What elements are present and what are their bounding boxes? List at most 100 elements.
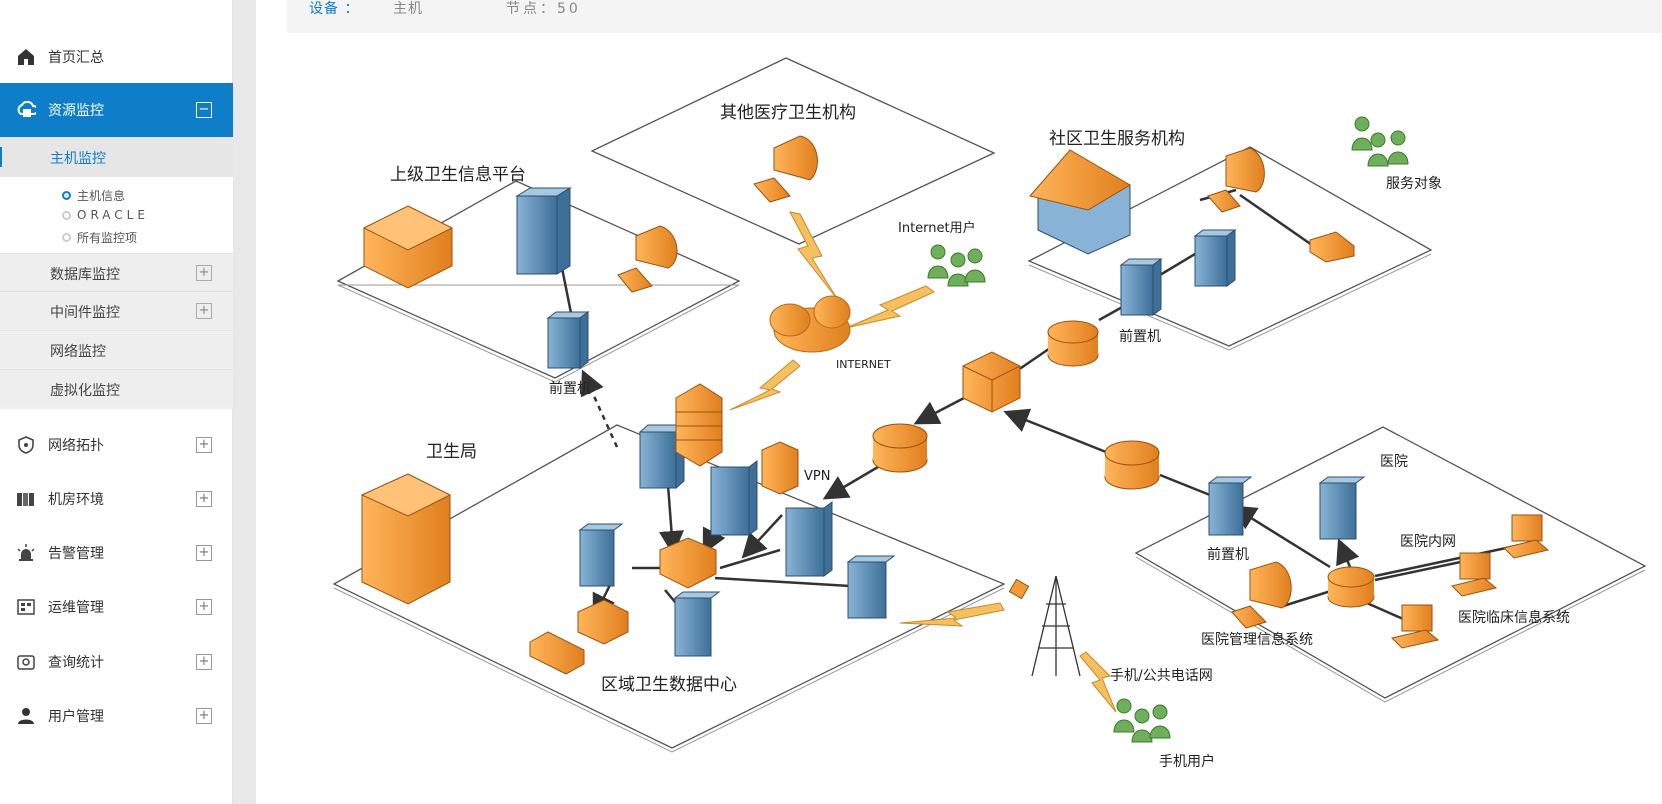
link xyxy=(741,514,783,559)
switch-icon xyxy=(659,537,717,589)
computer-icon xyxy=(1391,604,1440,649)
radio-dot-icon xyxy=(62,191,71,200)
label-health-bureau: 卫生局 xyxy=(426,442,477,462)
nav-resource-label: 资源监控 xyxy=(48,103,104,119)
device-info-bar: 设备 ： 主机 节点：50 xyxy=(287,0,1662,33)
servers xyxy=(515,187,1366,657)
collapse-icon[interactable]: − xyxy=(196,102,212,118)
label-datacenter: 区域卫生数据中心 xyxy=(601,675,737,695)
server-icon xyxy=(710,460,758,536)
radio-tower-icon xyxy=(1031,575,1081,677)
label-upper-platform: 上级卫生信息平台 xyxy=(390,165,526,185)
link xyxy=(714,576,851,588)
link xyxy=(1239,193,1313,247)
label-other-medical: 其他医疗卫生机构 xyxy=(720,103,856,123)
link xyxy=(1003,408,1107,454)
label-front-machine-2: 前置机 xyxy=(1119,328,1161,345)
government-building-icon xyxy=(362,205,454,289)
submenu-virtual-monitor[interactable]: 虚拟化监控 xyxy=(0,369,233,407)
nav-topology[interactable]: 网络拓扑 + xyxy=(0,418,233,472)
active-indicator xyxy=(0,147,2,167)
diagram-labels: 上级卫生信息平台 其他医疗卫生机构 社区卫生服务机构 服务对象 Internet… xyxy=(390,103,1570,770)
router-icon xyxy=(1047,320,1099,367)
nav-ops[interactable]: 运维管理 + xyxy=(0,580,233,634)
server-icon xyxy=(1193,229,1237,287)
link xyxy=(913,396,965,425)
lightning-bolt xyxy=(1079,651,1117,713)
link xyxy=(659,484,684,556)
nav-room-env[interactable]: 机房环境 + xyxy=(0,472,233,526)
wireless-links xyxy=(729,211,1117,713)
label-clinical-system: 医院临床信息系统 xyxy=(1458,609,1570,626)
nav-resource-monitor[interactable]: 资源监控 − xyxy=(0,83,233,137)
sub-all-items[interactable]: 所有监控项 xyxy=(62,229,137,246)
switches xyxy=(529,351,1021,675)
expand-icon[interactable]: + xyxy=(196,265,212,281)
routers xyxy=(872,320,1375,608)
lightning-bolt xyxy=(899,602,1005,627)
alarm-light-icon xyxy=(16,543,36,563)
connection-lines xyxy=(545,188,1521,624)
computer-icon xyxy=(617,225,678,293)
platform-hospital xyxy=(1134,426,1647,703)
computers xyxy=(617,135,1550,649)
computer-icon xyxy=(1231,561,1292,629)
submenu-middleware-monitor[interactable]: 中间件监控 + xyxy=(0,291,233,329)
nav-query[interactable]: 查询统计 + xyxy=(0,635,233,689)
link xyxy=(580,369,619,448)
server-rack-icon xyxy=(16,489,36,509)
router-icon xyxy=(1104,440,1160,490)
computer-icon xyxy=(1451,552,1498,597)
nav-users[interactable]: 用户管理 + xyxy=(0,689,233,743)
label-hospital-mis: 医院管理信息系统 xyxy=(1201,631,1313,648)
node-label: 节点：50 xyxy=(506,1,581,17)
label-phone-network: 手机/公共电话网 xyxy=(1110,668,1213,684)
server-icon xyxy=(1119,258,1163,316)
label-front-machine-3: 前置机 xyxy=(1207,546,1249,563)
nav-alarm[interactable]: 告警管理 + xyxy=(0,526,233,580)
computer-icon xyxy=(1207,147,1265,213)
sub-host-info[interactable]: 主机信息 xyxy=(62,187,125,204)
link xyxy=(719,548,781,570)
expand-icon[interactable]: + xyxy=(196,708,212,724)
expand-icon[interactable]: + xyxy=(196,303,212,319)
link xyxy=(1230,505,1331,569)
router-icon xyxy=(1327,566,1375,608)
nav-home-label: 首页汇总 xyxy=(48,50,104,66)
submenu-network-monitor[interactable]: 网络监控 xyxy=(0,330,233,368)
server-icon xyxy=(785,501,833,577)
expand-icon[interactable]: + xyxy=(196,545,212,561)
house-icon xyxy=(1029,149,1131,255)
label-hospital: 医院 xyxy=(1380,454,1408,470)
sub-oracle[interactable]: ORACLE xyxy=(62,208,149,222)
sidebar: 首页汇总 资源监控 − 主机监控 主机信息 ORACLE 所有监控项 数据库监控… xyxy=(0,0,233,804)
firewall-icon xyxy=(675,383,723,467)
lightning-bolt xyxy=(789,211,839,301)
users-group-icon xyxy=(1351,116,1409,167)
shield-icon xyxy=(16,435,36,455)
submenu-host-monitor[interactable]: 主机监控 xyxy=(0,137,233,177)
expand-icon[interactable]: + xyxy=(196,654,212,670)
server-icon xyxy=(1318,476,1366,540)
link xyxy=(1336,538,1360,568)
label-vpn: VPN xyxy=(804,469,830,484)
nav-home[interactable]: 首页汇总 xyxy=(0,30,233,84)
label-intranet: 医院内网 xyxy=(1400,534,1456,550)
computer-icon xyxy=(1503,514,1550,559)
hub-icon xyxy=(577,599,629,645)
internet-cloud: INTERNET xyxy=(769,295,891,371)
radio-dot-icon xyxy=(62,233,71,242)
cloud-server-icon xyxy=(16,100,36,120)
submenu-db-monitor[interactable]: 数据库监控 + xyxy=(0,253,233,291)
expand-icon[interactable]: + xyxy=(196,599,212,615)
home-icon xyxy=(16,47,36,67)
expand-icon[interactable]: + xyxy=(196,491,212,507)
label-service-object: 服务对象 xyxy=(1386,176,1442,192)
expand-icon[interactable]: + xyxy=(196,437,212,453)
label-front-machine-1: 前置机 xyxy=(549,380,591,397)
gutter xyxy=(233,0,256,804)
server-icon xyxy=(546,311,590,369)
buildings xyxy=(360,149,1131,605)
user-icon xyxy=(16,706,36,726)
server-icon xyxy=(515,187,572,275)
